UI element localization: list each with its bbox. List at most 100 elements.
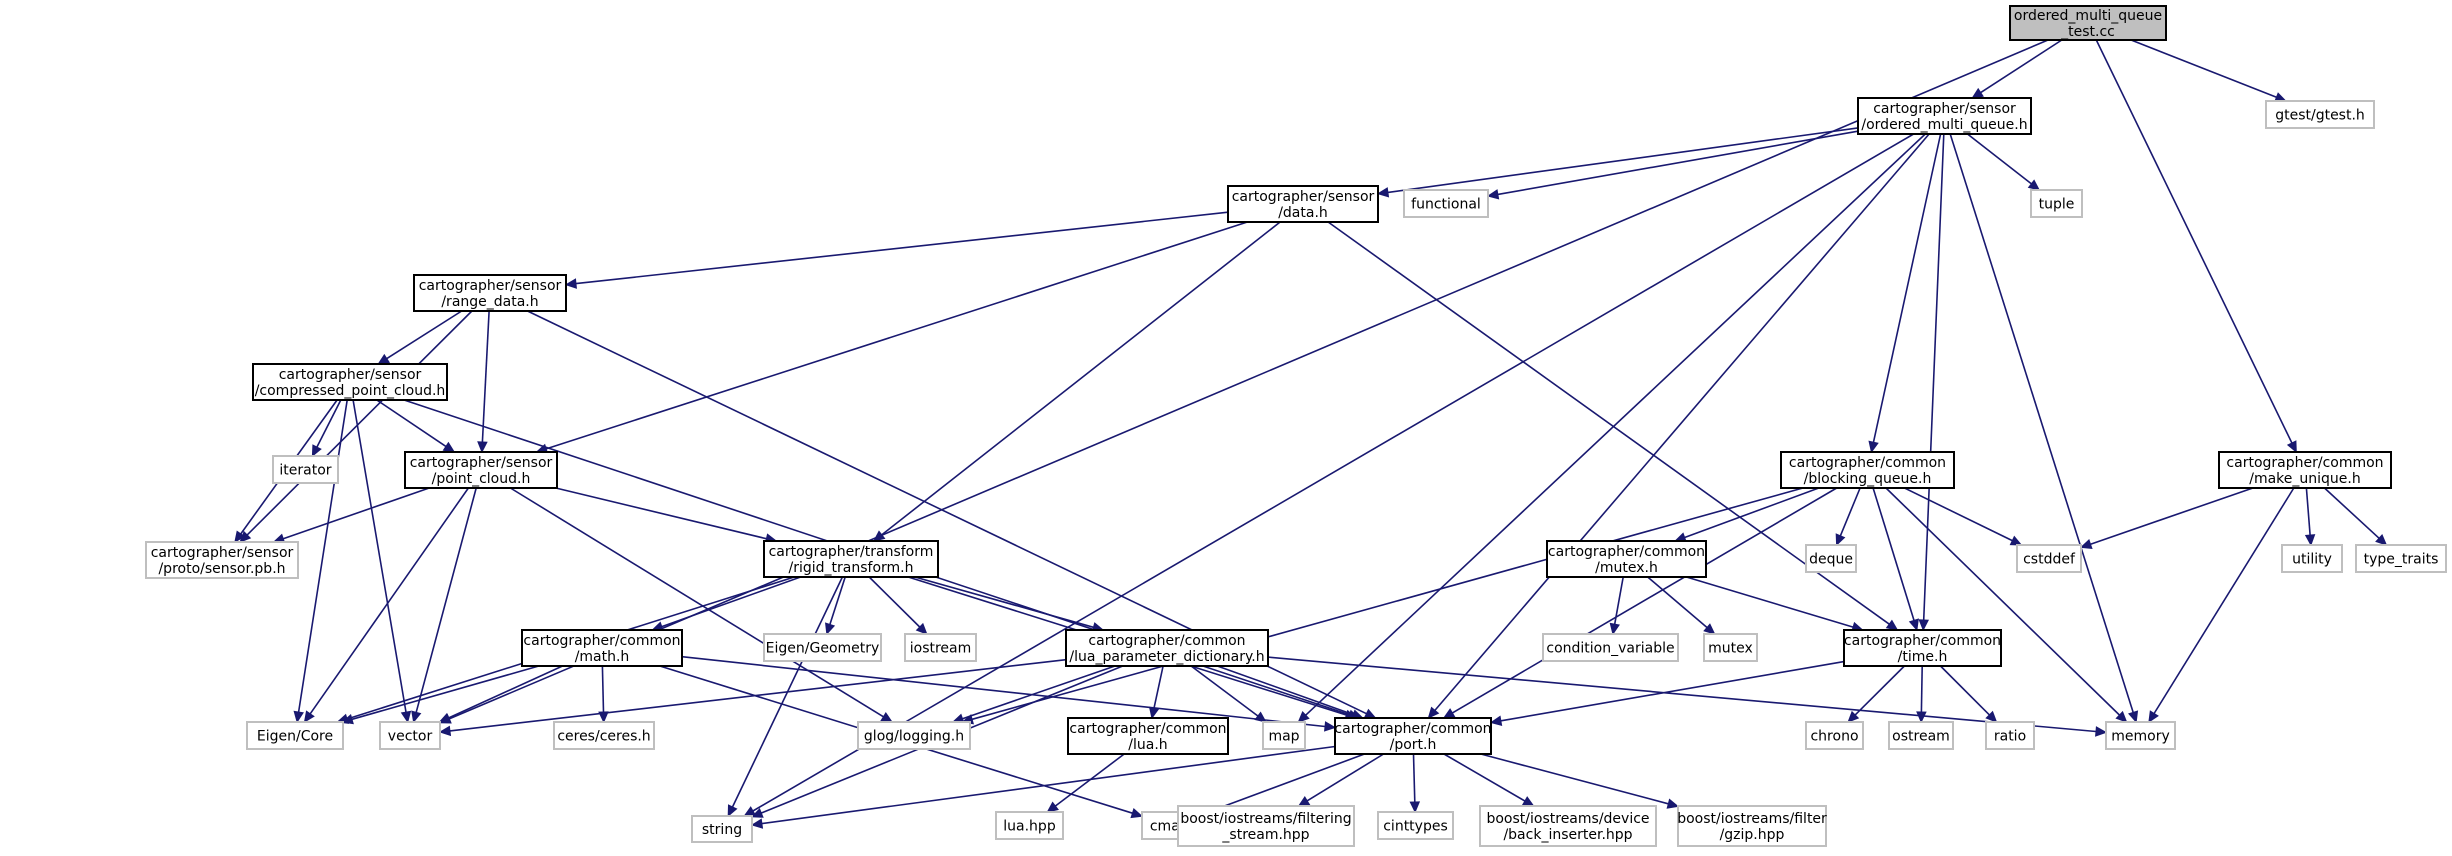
node-box bbox=[2218, 451, 2392, 489]
edge-root-to-vector bbox=[438, 39, 2049, 724]
edge-line bbox=[2090, 487, 2254, 545]
node-label: ordered_multi_queue bbox=[2014, 8, 2162, 24]
node-label: boost/iostreams/device bbox=[1486, 811, 1649, 827]
node-box bbox=[2016, 544, 2082, 573]
node-label: utility bbox=[2292, 552, 2332, 568]
edge-line bbox=[1497, 130, 1859, 196]
arrowhead bbox=[293, 710, 304, 724]
node-mu[interactable]: cartographer/common/make_unique.h bbox=[2218, 451, 2392, 489]
arrowhead bbox=[1254, 711, 1267, 723]
edge-lpd-to-vector bbox=[438, 658, 1067, 737]
node-box bbox=[1227, 185, 1379, 223]
arrowhead bbox=[1427, 706, 1440, 719]
node-label: /rigid_transform.h bbox=[789, 560, 914, 576]
arrowhead bbox=[438, 725, 452, 737]
node-omq[interactable]: cartographer/sensor/ordered_multi_queue.… bbox=[1857, 97, 2032, 135]
edge-line bbox=[2305, 487, 2311, 536]
node-label: /time.h bbox=[1898, 649, 1948, 665]
node-box bbox=[763, 540, 939, 578]
node-label: /mutex.h bbox=[1595, 560, 1658, 576]
edge-pc-to-vector bbox=[411, 487, 477, 724]
node-box bbox=[379, 721, 441, 750]
edge-time-to-ostream bbox=[1916, 665, 1927, 724]
node-label: ratio bbox=[1994, 729, 2026, 745]
node-root[interactable]: ordered_multi_queue_test.cc bbox=[2009, 5, 2167, 41]
edge-line bbox=[1922, 133, 1945, 621]
node-label: cartographer/sensor bbox=[410, 455, 553, 471]
edge-pc-to-eigen_core bbox=[303, 487, 470, 723]
node-label: string bbox=[702, 822, 742, 838]
node-luah[interactable]: cartographer/common/lua.h bbox=[1067, 717, 1229, 755]
edge-root-to-mu bbox=[2095, 39, 2297, 454]
node-cpc[interactable]: cartographer/sensor/compressed_point_clo… bbox=[252, 363, 448, 401]
node-pc[interactable]: cartographer/sensor/point_cloud.h bbox=[404, 451, 558, 489]
edge-omq-to-port bbox=[1427, 133, 1930, 719]
node-label: cartographer/common bbox=[1789, 455, 1946, 471]
edge-line bbox=[297, 399, 348, 713]
node-iostream: iostream bbox=[904, 633, 977, 662]
edge-bq-to-deque bbox=[1835, 487, 1861, 547]
arrowhead bbox=[411, 710, 422, 724]
node-box bbox=[553, 721, 655, 750]
node-label: cartographer/sensor bbox=[1232, 189, 1375, 205]
arrowhead bbox=[2375, 533, 2388, 546]
node-box bbox=[2355, 544, 2447, 573]
edge-line bbox=[1306, 753, 1385, 802]
edge-line bbox=[1885, 487, 2120, 716]
arrowhead bbox=[1918, 619, 1929, 632]
node-backins: boost/iostreams/device/back_inserter.hpp bbox=[1479, 805, 1657, 847]
node-luahpp: lua.hpp bbox=[995, 811, 1064, 840]
node-time[interactable]: cartographer/common/time.h bbox=[1843, 629, 2002, 667]
edge-line bbox=[1613, 576, 1624, 625]
arrowhead bbox=[1609, 622, 1620, 636]
node-data[interactable]: cartographer/sensor/data.h bbox=[1227, 185, 1379, 223]
node-box bbox=[2009, 5, 2167, 41]
edge-omq-to-map bbox=[1297, 133, 1926, 723]
node-rt[interactable]: cartographer/transform/rigid_transform.h bbox=[763, 540, 939, 578]
edge-line bbox=[1451, 487, 1838, 714]
edge-time-to-port bbox=[1489, 660, 1845, 726]
edge-line bbox=[1190, 665, 1259, 717]
node-string: string bbox=[691, 815, 753, 843]
node-label: /ordered_multi_queue.h bbox=[1861, 117, 2027, 133]
node-port[interactable]: cartographer/common/port.h bbox=[1334, 717, 1492, 755]
arrowhead bbox=[1885, 619, 1899, 631]
node-label: functional bbox=[1411, 197, 1481, 213]
edge-cpc-to-eigen_core bbox=[293, 399, 348, 724]
edge-line bbox=[309, 487, 470, 715]
node-label: _test.cc bbox=[2060, 24, 2115, 40]
edge-range-to-proto bbox=[239, 310, 473, 543]
node-label: cartographer/sensor bbox=[151, 545, 294, 561]
node-memory: memory bbox=[2105, 721, 2176, 750]
node-range[interactable]: cartographer/sensor/range_data.h bbox=[413, 274, 567, 312]
edge-time-to-chrono bbox=[1847, 665, 1905, 723]
node-label: lua.hpp bbox=[1003, 819, 1056, 835]
edge-range-to-cpc bbox=[377, 310, 463, 365]
arrowhead bbox=[2079, 539, 2093, 549]
edge-line bbox=[1949, 133, 2134, 713]
node-mutex[interactable]: cartographer/common/mutex.h bbox=[1546, 540, 1707, 578]
node-label: map bbox=[1268, 729, 1299, 745]
edge-line bbox=[1872, 133, 1942, 443]
arrowhead bbox=[1442, 708, 1456, 719]
node-bq[interactable]: cartographer/common/blocking_queue.h bbox=[1780, 451, 1955, 489]
node-label: boost/iostreams/filter bbox=[1677, 811, 1827, 827]
edge-line bbox=[1967, 133, 2032, 185]
node-box bbox=[2265, 100, 2375, 129]
edge-line bbox=[881, 221, 1281, 536]
node-lpd[interactable]: cartographer/common/lua_parameter_dictio… bbox=[1065, 629, 1269, 667]
node-math[interactable]: cartographer/common/math.h bbox=[521, 629, 683, 667]
edges-layer bbox=[234, 39, 2388, 829]
node-box bbox=[1857, 97, 2032, 135]
node-type_traits: type_traits bbox=[2355, 544, 2447, 573]
node-label: cartographer/sensor bbox=[279, 367, 422, 383]
node-label: cartographer/common bbox=[523, 633, 680, 649]
edge-line bbox=[1412, 753, 1416, 803]
edge-omq-to-tuple bbox=[1967, 133, 2041, 191]
node-box bbox=[691, 815, 753, 843]
node-filtering: boost/iostreams/filtering_stream.hpp bbox=[1177, 805, 1355, 847]
node-proto: cartographer/sensor/proto/sensor.pb.h bbox=[145, 541, 299, 579]
node-label: /make_unique.h bbox=[2249, 471, 2361, 487]
edge-mu-to-cstddef bbox=[2079, 487, 2254, 549]
node-box bbox=[1479, 805, 1657, 847]
